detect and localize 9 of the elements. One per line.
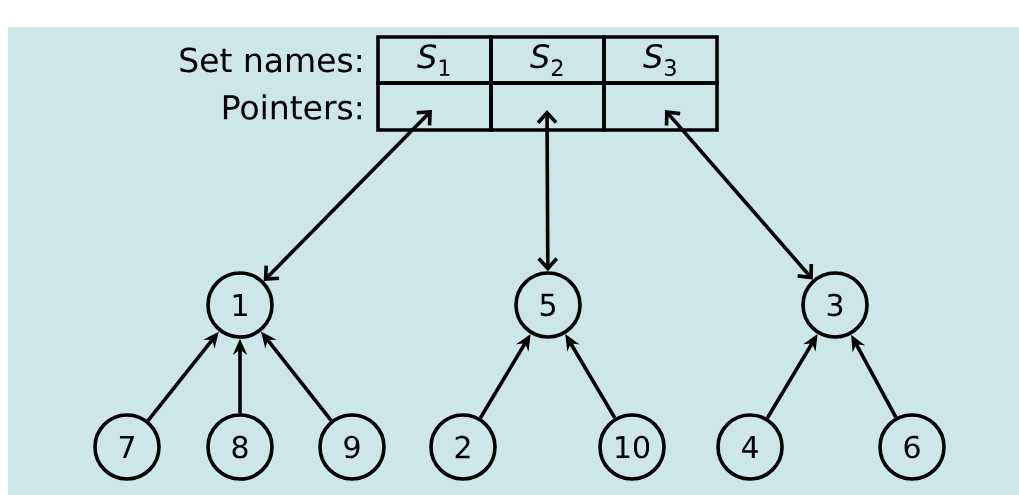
arrow: [664, 110, 814, 280]
row-label: Pointers:: [223, 94, 361, 120]
pointer-cell: [602, 81, 719, 132]
arrow: [536, 110, 559, 272]
arrow: [263, 110, 432, 281]
table-cell: S$_{3}$: [602, 35, 719, 85]
table-cell: S$_{2}$: [489, 35, 606, 85]
row-label: Set names:: [180, 47, 361, 73]
table-cell: S$_{1}$: [376, 35, 493, 85]
